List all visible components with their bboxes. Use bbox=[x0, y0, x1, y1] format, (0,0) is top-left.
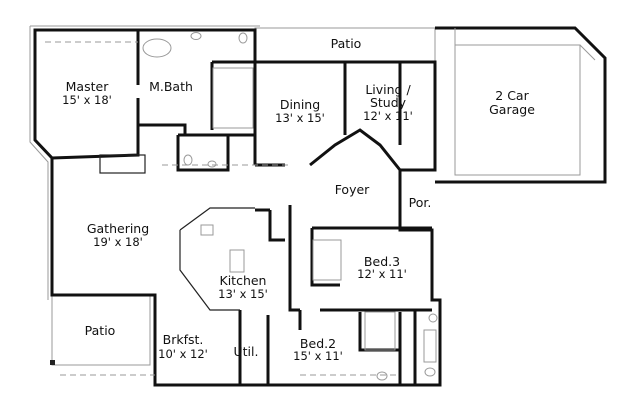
room-master-name: Master bbox=[66, 79, 110, 94]
cooktop-icon bbox=[229, 249, 245, 273]
interior-walls bbox=[51, 30, 432, 385]
sink-icon bbox=[428, 313, 438, 323]
sink-icon bbox=[190, 32, 202, 40]
room-living-name2: Study bbox=[370, 95, 407, 110]
patio-bottom-area bbox=[50, 295, 151, 366]
room-bed3-name: Bed.3 bbox=[364, 254, 400, 269]
room-garage-name2: Garage bbox=[489, 102, 535, 117]
room-gathering-name: Gathering bbox=[87, 221, 149, 236]
sink-icon bbox=[376, 371, 388, 381]
room-brkfst-size: 10' x 12' bbox=[158, 347, 208, 361]
sink-icon bbox=[200, 224, 214, 236]
toilet-icon bbox=[183, 154, 193, 166]
room-foyer-name: Foyer bbox=[335, 182, 370, 197]
room-gathering-size: 19' x 18' bbox=[93, 235, 143, 249]
fixtures bbox=[45, 32, 438, 381]
room-labels: Master 15' x 18' M.Bath Dining 13' x 15'… bbox=[62, 36, 535, 363]
sink-icon bbox=[207, 160, 217, 168]
room-living-size: 12' x 11' bbox=[363, 109, 413, 123]
fireplace-icon bbox=[99, 154, 146, 174]
garage-area bbox=[435, 26, 607, 184]
room-living-name1: Living / bbox=[365, 82, 411, 97]
room-dining-size: 13' x 15' bbox=[275, 111, 325, 125]
room-mbath-name: M.Bath bbox=[149, 79, 193, 94]
room-garage-name1: 2 Car bbox=[495, 88, 529, 103]
room-patio-top-name: Patio bbox=[331, 36, 362, 51]
room-dining-name: Dining bbox=[280, 97, 320, 112]
bathtub-icon bbox=[142, 38, 172, 58]
room-porch-name: Por. bbox=[409, 195, 432, 210]
closet-icon bbox=[364, 311, 396, 351]
room-kitchen-name: Kitchen bbox=[220, 273, 267, 288]
bathtub-icon bbox=[423, 329, 437, 363]
room-master-size: 15' x 18' bbox=[62, 93, 112, 107]
room-bed2-size: 15' x 11' bbox=[293, 349, 343, 363]
room-brkfst-name: Brkfst. bbox=[163, 332, 204, 347]
room-kitchen-size: 13' x 15' bbox=[218, 287, 268, 301]
exterior-walls bbox=[29, 25, 442, 387]
room-bed3-size: 12' x 11' bbox=[357, 267, 407, 281]
toilet-icon bbox=[424, 367, 436, 377]
closet-icon bbox=[312, 239, 342, 281]
room-bed2-name: Bed.2 bbox=[300, 336, 336, 351]
closet-icon bbox=[212, 67, 254, 129]
room-util-name: Util. bbox=[234, 344, 259, 359]
toilet-icon bbox=[238, 32, 248, 44]
room-patio-bottom-name: Patio bbox=[85, 323, 116, 338]
